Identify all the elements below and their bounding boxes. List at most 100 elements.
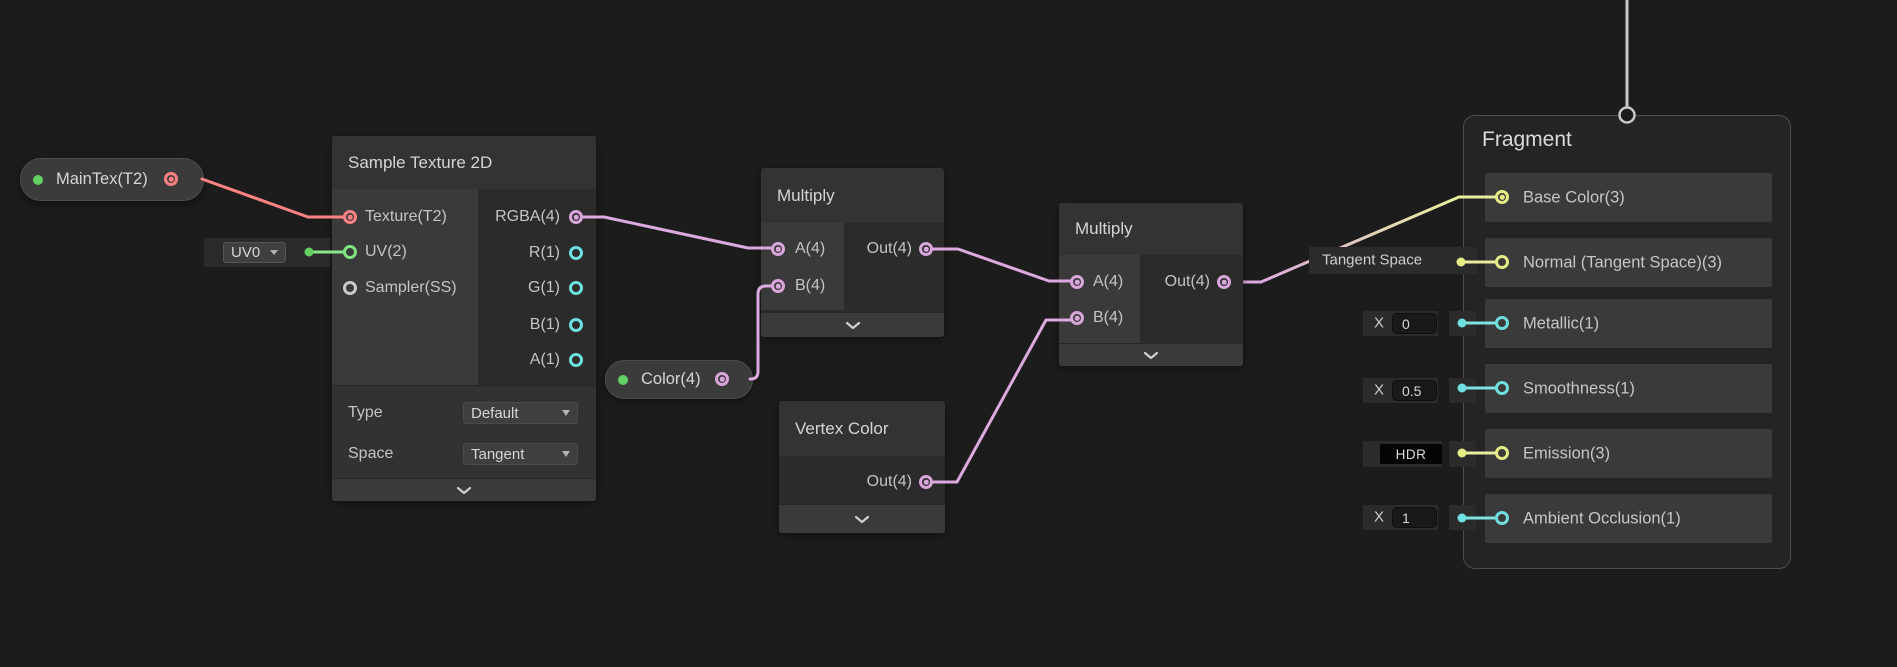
- maintex-output-port[interactable]: [164, 172, 178, 186]
- port-label-uv: UV(2): [365, 243, 407, 260]
- fragment-row-ambient-occlusion[interactable]: Ambient Occlusion(1): [1485, 494, 1772, 543]
- port-label-g: G(1): [528, 279, 560, 296]
- uv-channel-dropdown[interactable]: UV0: [223, 242, 286, 263]
- uv-input-port[interactable]: [343, 245, 357, 259]
- texture-input-port[interactable]: [343, 210, 357, 224]
- b-output-port[interactable]: [569, 318, 583, 332]
- node-title: Vertex Color: [795, 418, 889, 438]
- rgba-output-port[interactable]: [569, 210, 583, 224]
- a-output-port[interactable]: [569, 353, 583, 367]
- collapse-chevron-icon: [845, 321, 860, 329]
- collapse-button[interactable]: [1059, 343, 1243, 366]
- multiply1-b-port[interactable]: [771, 279, 785, 293]
- node-sample-texture-2d[interactable]: Sample Texture 2D Texture(T2) UV(2) Samp…: [332, 136, 596, 501]
- normal-input-port[interactable]: [1495, 255, 1509, 269]
- vertexcolor-out-port[interactable]: [919, 475, 933, 489]
- smoothness-input-port[interactable]: [1495, 381, 1509, 395]
- fragment-title: Fragment: [1482, 128, 1572, 151]
- multiply1-out-port[interactable]: [919, 242, 933, 256]
- ambient-occlusion-value-field[interactable]: 1: [1392, 507, 1437, 528]
- ambient-occlusion-connector-dot[interactable]: [1457, 513, 1467, 523]
- input-panel: [1059, 255, 1140, 343]
- tangent-space-label: Tangent Space: [1322, 251, 1423, 269]
- hdr-badge: HDR: [1395, 446, 1427, 462]
- metallic-input-port[interactable]: [1495, 316, 1509, 330]
- output-panel: [779, 456, 945, 503]
- emission-connector-dot[interactable]: [1457, 448, 1467, 458]
- port-label-out: Out(4): [866, 240, 912, 257]
- color-output-port[interactable]: [715, 372, 729, 386]
- port-label-a: A(1): [529, 351, 560, 368]
- multiply2-out-port[interactable]: [1217, 275, 1231, 289]
- port-label-sampler: Sampler(SS): [365, 279, 457, 296]
- node-title: Sample Texture 2D: [348, 152, 493, 172]
- row-label: Normal (Tangent Space)(3): [1523, 253, 1722, 271]
- fragment-row-normal[interactable]: Normal (Tangent Space)(3): [1485, 238, 1772, 287]
- metallic-connector-dot[interactable]: [1457, 318, 1467, 328]
- input-panel: [761, 223, 844, 310]
- emission-input-port[interactable]: [1495, 446, 1509, 460]
- property-node-color[interactable]: Color(4): [605, 360, 753, 399]
- x-component-label: X: [1374, 381, 1385, 399]
- row-label: Metallic(1): [1523, 314, 1600, 332]
- tangentspace-connector-dot[interactable]: [1456, 257, 1466, 267]
- row-label: Smoothness(1): [1523, 379, 1635, 397]
- node-header[interactable]: Multiply: [1059, 203, 1243, 256]
- space-dropdown[interactable]: Tangent: [463, 443, 578, 465]
- collapse-chevron-icon: [1143, 351, 1159, 359]
- wire-maintex-to-texture[interactable]: [200, 177, 347, 219]
- wire-vertexcolor-to-multiply2-b[interactable]: [931, 318, 1074, 484]
- uv0-connector-dot[interactable]: [304, 247, 314, 257]
- fragment-block[interactable]: Fragment Base Color(3) Normal (Tangent S…: [1463, 115, 1791, 569]
- collapse-button[interactable]: [332, 478, 596, 501]
- multiply2-b-port[interactable]: [1070, 311, 1084, 325]
- node-controls: Type Default Space Tangent: [332, 385, 596, 479]
- ambient-occlusion-value: 1: [1402, 509, 1410, 526]
- ambient-occlusion-input-widget: X 1: [1363, 505, 1438, 530]
- ambient-occlusion-input-port[interactable]: [1495, 511, 1509, 525]
- dropdown-arrow-icon: [562, 410, 570, 416]
- multiply1-a-port[interactable]: [771, 242, 785, 256]
- property-label: Color(4): [641, 370, 701, 388]
- port-label-out: Out(4): [866, 473, 912, 490]
- row-label: Base Color(3): [1523, 188, 1625, 206]
- exposed-property-dot-icon: [33, 174, 43, 185]
- row-label: Emission(3): [1523, 444, 1611, 462]
- multiply2-a-port[interactable]: [1070, 275, 1084, 289]
- metallic-value-field[interactable]: 0: [1392, 313, 1437, 334]
- row-label: Ambient Occlusion(1): [1523, 509, 1681, 527]
- collapse-chevron-icon: [854, 515, 870, 523]
- node-header[interactable]: Multiply: [761, 168, 944, 224]
- r-output-port[interactable]: [569, 246, 583, 260]
- fragment-row-base-color[interactable]: Base Color(3): [1485, 173, 1772, 222]
- fragment-row-emission[interactable]: Emission(3): [1485, 429, 1772, 478]
- smoothness-value-field[interactable]: 0.5: [1392, 380, 1437, 401]
- node-header[interactable]: Vertex Color: [779, 401, 945, 457]
- smoothness-input-widget: X 0.5: [1363, 378, 1438, 403]
- port-label-b: B(4): [795, 277, 826, 294]
- port-label-rgba: RGBA(4): [495, 208, 560, 225]
- emission-hdr-color-swatch[interactable]: HDR: [1380, 444, 1442, 464]
- wire-multiply1-to-multiply2-a[interactable]: [931, 247, 1074, 283]
- wire-rgba-to-multiply1-a[interactable]: [581, 215, 775, 250]
- fragment-row-metallic[interactable]: Metallic(1): [1485, 299, 1772, 348]
- x-component-label: X: [1374, 508, 1385, 526]
- collapse-button[interactable]: [761, 312, 944, 337]
- property-label: MainTex(T2): [56, 170, 148, 188]
- node-vertex-color[interactable]: Vertex Color Out(4): [779, 401, 945, 533]
- collapse-button[interactable]: [779, 504, 945, 533]
- node-multiply-1[interactable]: Multiply A(4) B(4) Out(4): [761, 168, 944, 337]
- type-dropdown[interactable]: Default: [463, 402, 578, 424]
- smoothness-connector-dot[interactable]: [1457, 383, 1467, 393]
- g-output-port[interactable]: [569, 281, 583, 295]
- node-multiply-2[interactable]: Multiply A(4) B(4) Out(4): [1059, 203, 1243, 366]
- basecolor-input-port[interactable]: [1495, 190, 1509, 204]
- port-label-out: Out(4): [1164, 273, 1210, 290]
- node-title: Multiply: [777, 185, 835, 205]
- x-component-label: X: [1374, 314, 1385, 332]
- port-label-r: R(1): [528, 244, 560, 261]
- fragment-row-smoothness[interactable]: Smoothness(1): [1485, 364, 1772, 413]
- sampler-input-port[interactable]: [343, 281, 357, 295]
- node-header[interactable]: Sample Texture 2D: [332, 136, 596, 190]
